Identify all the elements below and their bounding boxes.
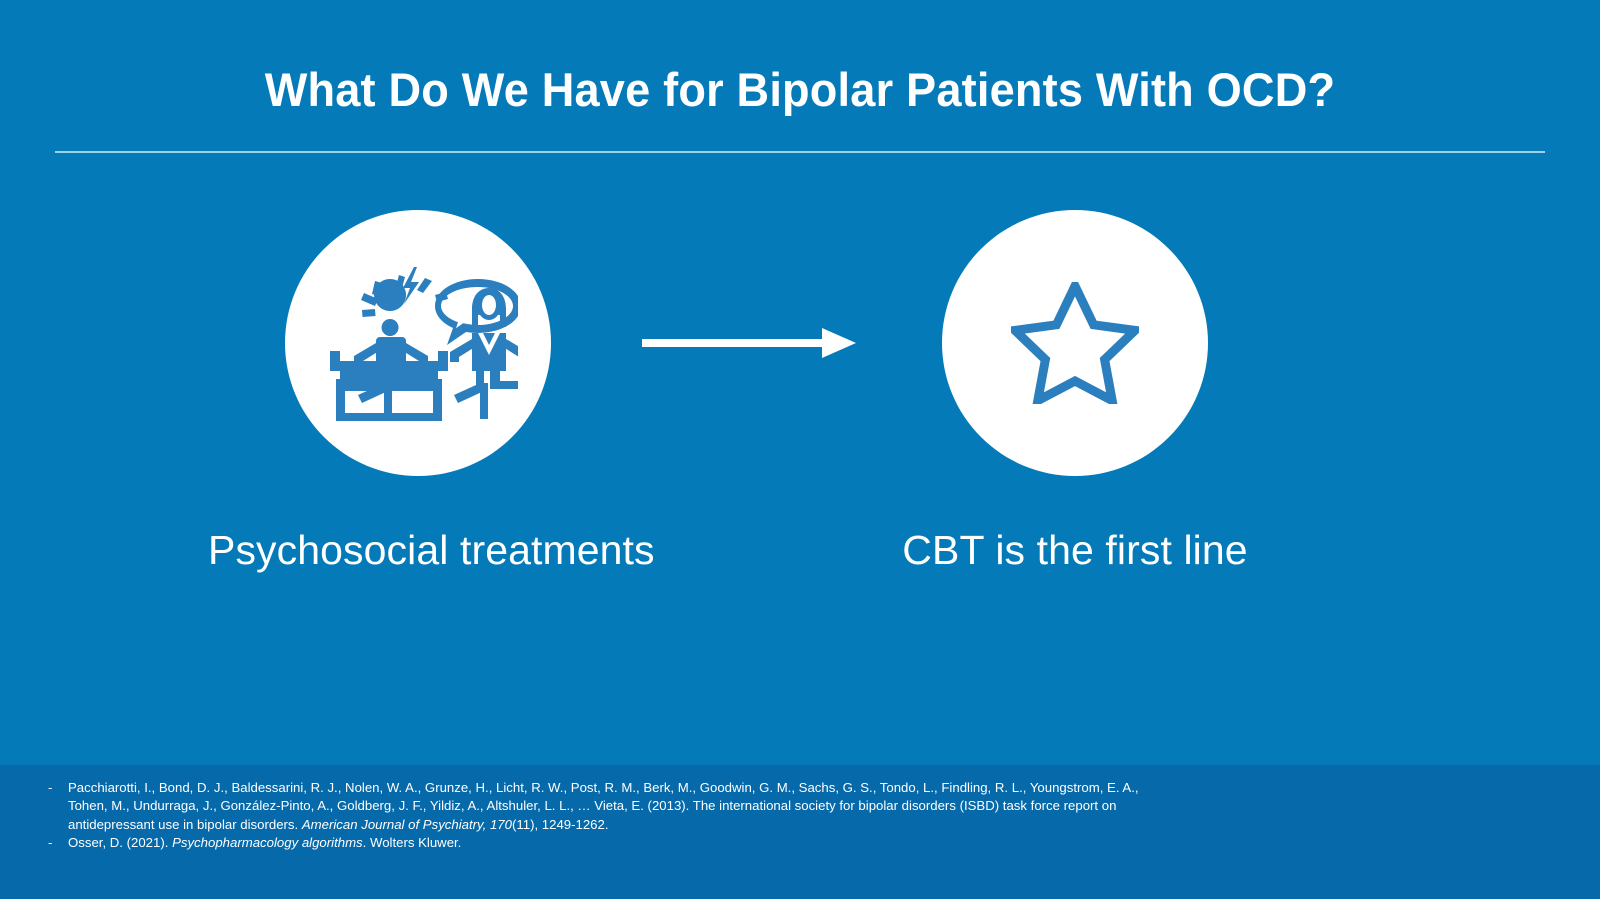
flow-step-cbt: CBT is the first line (865, 210, 1285, 573)
citation-text: Osser, D. (2021). Psychopharmacology alg… (68, 834, 462, 850)
icon-circle-right (942, 210, 1208, 476)
citation-text: Pacchiarotti, I., Bond, D. J., Baldessar… (68, 780, 1139, 832)
footer-band: - Pacchiarotti, I., Bond, D. J., Baldess… (0, 765, 1600, 899)
citation-bullet: - (48, 834, 53, 850)
therapy-session-icon (318, 263, 518, 423)
flow-step-caption: CBT is the first line (902, 527, 1248, 573)
flow-step-psychosocial: Psychosocial treatments (208, 210, 655, 573)
citation-bullet: - (48, 780, 53, 795)
list-item: - Osser, D. (2021). Psychopharmacology a… (44, 834, 1154, 852)
page-title: What Do We Have for Bipolar Patients Wit… (264, 63, 1336, 116)
citation-list: - Pacchiarotti, I., Bond, D. J., Baldess… (44, 779, 1154, 852)
icon-circle-left (285, 210, 551, 476)
flow-step-caption: Psychosocial treatments (208, 527, 655, 573)
right-arrow-icon (642, 328, 856, 358)
title-divider (55, 151, 1545, 153)
star-outline-icon (1011, 282, 1139, 404)
list-item: - Pacchiarotti, I., Bond, D. J., Baldess… (44, 779, 1154, 834)
